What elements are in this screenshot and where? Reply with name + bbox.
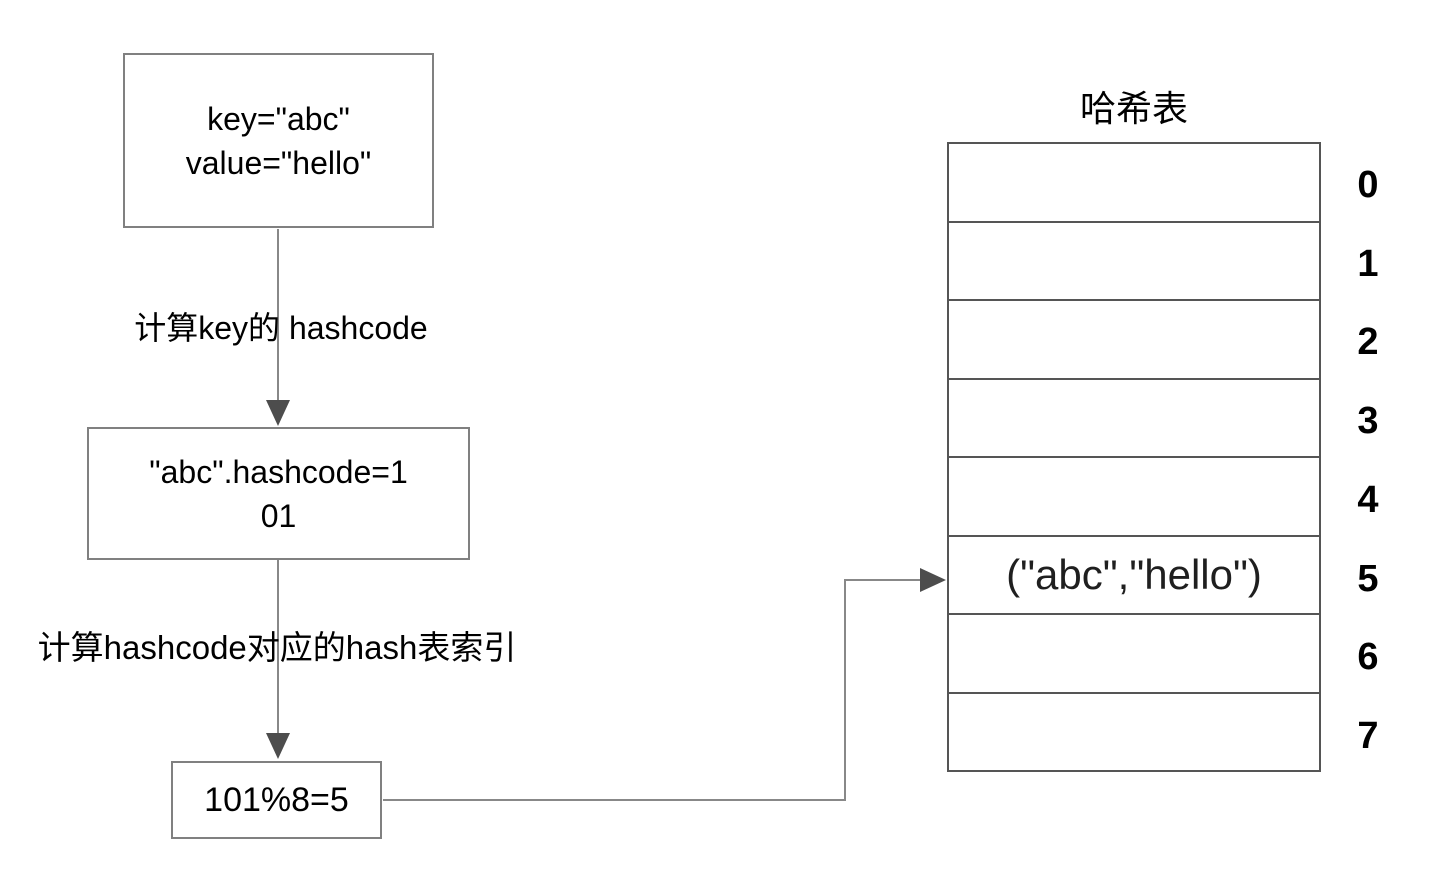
hashcode-line-2: 01 (260, 497, 297, 534)
hash-table-index-label: 4 (1357, 478, 1379, 521)
step1-label: 计算key的 hashcode (134, 310, 428, 346)
hash-table-cell-value: ("abc","hello") (1006, 550, 1262, 598)
step2-label: 计算hashcode对应的hash表索引 (37, 629, 517, 666)
hash-table-index-label: 1 (1357, 242, 1379, 285)
arrowhead-right-icon (920, 568, 946, 592)
hashcode-line-1: "abc".hashcode=1 (149, 453, 408, 490)
key-value-box: key="abc" value="hello" (123, 53, 434, 228)
hash-table: ("abc","hello") (947, 142, 1321, 772)
hash-table-index-label: 6 (1357, 636, 1379, 679)
hashcode-box: "abc".hashcode=1 01 (87, 427, 470, 560)
hash-table-title: 哈希表 (1079, 88, 1189, 129)
key-line: key="abc" (207, 100, 350, 137)
hash-table-row-1 (949, 223, 1319, 301)
hash-table-row-4 (949, 458, 1319, 537)
index-expression: 101%8=5 (204, 781, 349, 819)
hash-table-index-label: 7 (1357, 715, 1379, 758)
hash-table-index-label: 2 (1357, 321, 1379, 364)
hash-table-row-3 (949, 380, 1319, 458)
arrowhead-down-icon (266, 733, 290, 759)
index-box: 101%8=5 (171, 761, 382, 839)
hash-table-row-6 (949, 615, 1319, 694)
hash-table-index-label: 5 (1357, 557, 1379, 600)
hash-table-row-0 (949, 144, 1319, 223)
hash-table-index-rail: 0 1 2 3 4 5 6 7 (1340, 142, 1396, 772)
hash-table-row-5: ("abc","hello") (949, 537, 1319, 615)
hash-table-index-label: 3 (1357, 400, 1379, 443)
arrow-line-to-bucket (383, 579, 921, 801)
value-line: value="hello" (185, 144, 372, 181)
hash-table-index-label: 0 (1357, 163, 1379, 206)
hash-table-row-2 (949, 301, 1319, 380)
arrowhead-down-icon (266, 400, 290, 426)
hash-table-row-7 (949, 694, 1319, 771)
